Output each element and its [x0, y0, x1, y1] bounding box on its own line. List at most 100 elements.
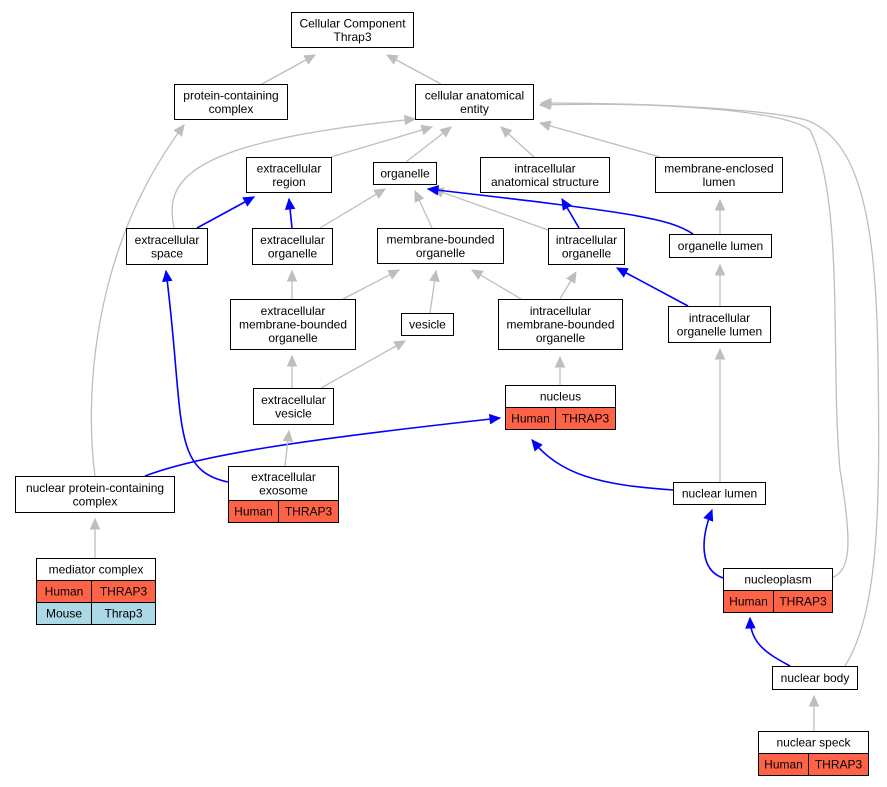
edge-arrowhead [615, 267, 629, 278]
edge-organelle-to-cellular-anatomical-entity [405, 126, 452, 163]
node-box [377, 228, 504, 264]
node-label-line: exosome [259, 483, 308, 497]
node-nuclear-lumen[interactable]: nuclear lumen [673, 482, 766, 505]
edge-line [90, 124, 185, 477]
edge-cellular-anatomical-entity-to-root [385, 54, 442, 85]
node-nuclear-body[interactable]: nuclear body [772, 666, 858, 690]
node-box [480, 157, 610, 193]
edge-line [320, 340, 406, 389]
node-box [230, 299, 356, 350]
edge-extracellular-organelle-to-organelle [319, 188, 387, 229]
node-box [415, 84, 534, 120]
node-box [498, 299, 623, 350]
node-organelle[interactable]: organelle [373, 162, 437, 185]
node-label-line: organelle [380, 167, 430, 181]
node-box [772, 666, 858, 690]
node-label-line: nuclear body [781, 671, 850, 685]
edge-line [171, 118, 416, 229]
edge-arrowhead [284, 197, 296, 210]
edge-nuclear-body-to-cellular-anatomical-entity [539, 97, 880, 667]
node-label-line: region [272, 175, 305, 189]
node-label-line: membrane-bounded [506, 318, 614, 332]
edge-line [539, 122, 661, 158]
node-label-line: organelle [536, 331, 586, 345]
edge-arrowhead [808, 694, 820, 707]
edge-arrowhead [566, 270, 577, 284]
node-label-line: extracellular [261, 393, 326, 407]
edge-organelle-lumen-to-membrane-enclosed-lumen [714, 198, 726, 234]
node-label-line: mediator complex [49, 563, 144, 577]
edge-line [703, 509, 724, 579]
edge-line [165, 270, 229, 483]
node-vesicle[interactable]: vesicle [401, 313, 454, 336]
edge-extracellular-organelle-to-extracellular-region [284, 197, 296, 229]
edge-line [432, 188, 549, 231]
gene-label: THRAP3 [815, 758, 863, 772]
edge-intracellular-anatomical-structure-to-cellular-anatomical-entity [500, 126, 535, 158]
edge-arrowhead [531, 439, 543, 452]
node-label-line: nucleoplasm [744, 573, 811, 587]
edge-arrowhead [500, 126, 513, 138]
edge-arrowhead [387, 269, 401, 280]
edge-arrowhead [286, 269, 298, 282]
node-box [673, 482, 766, 505]
node-label-line: extracellular [261, 304, 326, 318]
edge-arrowhead [714, 263, 726, 276]
edge-line [540, 102, 880, 667]
node-label-line: nuclear lumen [682, 487, 757, 501]
edge-line [144, 417, 501, 477]
edge-line [749, 617, 791, 667]
edge-arrowhead [162, 269, 173, 283]
gene-cell [91, 602, 156, 625]
edge-nuclear-lumen-to-intracellular-organelle-lumen [714, 347, 726, 482]
node-organelle-lumen[interactable]: organelle lumen [669, 234, 772, 258]
node-label-line: space [151, 246, 183, 260]
edge-arrowhead [414, 189, 425, 203]
node-box [252, 228, 333, 265]
species-label: Human [511, 412, 550, 426]
gene-cell [278, 500, 339, 523]
node-label-line: organelle lumen [677, 324, 762, 338]
gene-cell [555, 407, 616, 430]
edge-extracellular-exosome-to-extracellular-vesicle [282, 429, 294, 467]
edge-intracellular-organelle-to-intracellular-anatomical-structure [561, 197, 580, 229]
species-label: Mouse [46, 607, 82, 621]
edge-extracellular-membrane-bounded-organelle-to-membrane-bounded-organelle [342, 269, 401, 300]
edge-arrowhead [714, 198, 726, 211]
edge-arrowhead [714, 347, 726, 360]
node-label-line: extracellular [257, 161, 322, 175]
node-label-line: intracellular [530, 304, 591, 318]
node-label-line: entity [460, 102, 489, 116]
node-label-line: membrane-bounded [386, 232, 494, 246]
node-label-line: complex [209, 102, 254, 116]
edge-arrowhead [745, 616, 756, 629]
edge-line [427, 188, 694, 235]
gene-label: THRAP3 [779, 595, 827, 609]
node-label-line: vesicle [275, 406, 312, 420]
gene-cell [773, 590, 833, 613]
edge-line [330, 126, 433, 158]
edge-arrowhead [282, 429, 294, 443]
